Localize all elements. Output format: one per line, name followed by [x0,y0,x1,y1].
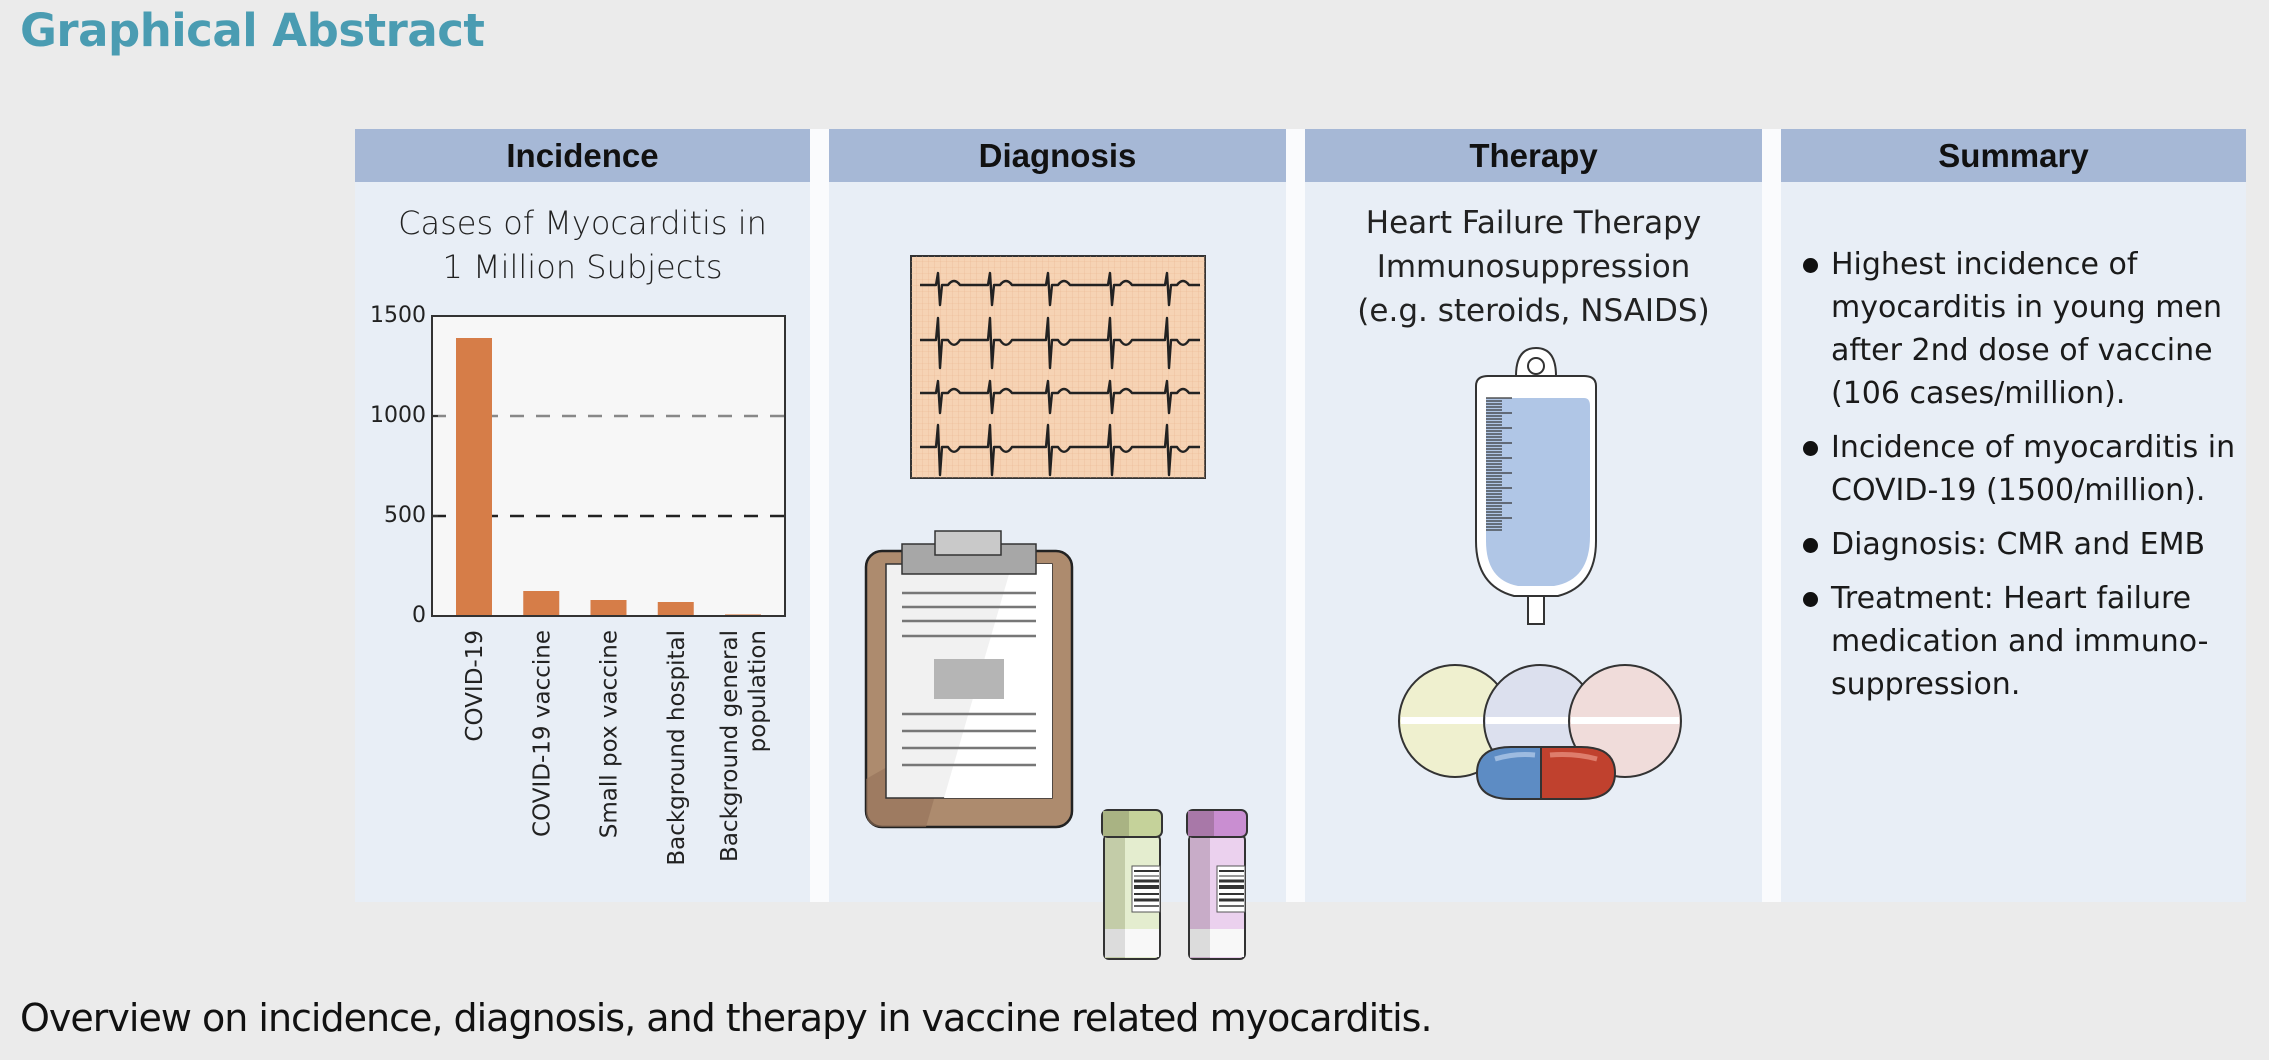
clipboard-icon [864,530,1074,829]
chart-title: Cases of Myocarditis in 1 Million Subjec… [355,201,810,289]
therapy-description: Heart Failure Therapy Immunosuppression … [1305,201,1762,333]
chart-title-line: Cases of Myocarditis in [398,204,767,242]
figure-caption: Overview on incidence, diagnosis, and th… [20,996,1433,1040]
barcode-icon [1216,865,1246,913]
x-tick-label: Small pox vaccine [597,630,623,838]
bar-small-pox-vaccine [590,600,627,616]
ecg-strip-icon [910,255,1206,479]
summary-item: Highest incidence of myocarditis in youn… [1803,243,2236,415]
diagnosis-header: Diagnosis [829,129,1286,182]
ecg-trace [920,423,1200,477]
bullet-icon [1803,592,1818,607]
bullet-icon [1803,441,1818,456]
y-tick-label: 1500 [370,303,426,328]
y-tick-label: 1000 [370,403,426,428]
green-sample-tube-icon [1101,809,1163,960]
x-tick-label: COVID-19 vaccine [529,630,555,837]
bullet-icon [1803,258,1818,273]
bullet-icon [1803,538,1818,553]
barcode-icon [1131,865,1161,913]
iv-bag-icon [1475,346,1597,625]
summary-item: Incidence of myocarditis in COVID-19 (15… [1803,426,2236,512]
x-tick-label: Background general [717,630,743,862]
panel-divider [810,129,829,902]
pills-icon [1398,664,1682,800]
incidence-header: Incidence [355,129,810,182]
therapy-line: Heart Failure Therapy [1365,205,1702,241]
ecg-trace [920,379,1200,415]
purple-sample-tube-icon [1186,809,1248,960]
summary-item: Treatment: Heart failure medication and … [1803,577,2236,706]
therapy-panel: Therapy Heart Failure Therapy Immunosupp… [1305,129,1762,902]
summary-item-text: Highest incidence of myocarditis in youn… [1831,247,2222,411]
panel-divider [1762,129,1781,902]
summary-item: Diagnosis: CMR and EMB [1803,523,2236,566]
y-tick-label: 0 [412,603,426,628]
bar-covid-19-vaccine [523,591,560,616]
summary-item-text: Incidence of myocarditis in COVID-19 (15… [1831,430,2236,508]
y-tick-label: 500 [384,503,426,528]
therapy-line: Immunosuppression [1376,249,1691,285]
therapy-header: Therapy [1305,129,1762,182]
diagnosis-panel: Diagnosis [829,129,1286,960]
therapy-line: (e.g. steroids, NSAIDS) [1357,293,1710,329]
chart-title-line: 1 Million Subjects [442,248,723,286]
ecg-trace [920,316,1200,370]
x-tick-label: population [745,630,771,752]
panel-divider [1286,129,1305,902]
graphical-abstract-title: Graphical Abstract [20,4,485,57]
ecg-trace [920,271,1200,307]
x-tick-label: Background hospital [664,630,690,866]
summary-header: Summary [1781,129,2246,182]
capsule-icon [1475,746,1617,800]
bar-covid-19 [456,338,492,616]
summary-item-text: Treatment: Heart failure medication and … [1831,581,2209,702]
incidence-panel: Incidence Cases of Myocarditis in 1 Mill… [355,129,810,902]
plot-frame [431,315,786,617]
x-tick-label: COVID-19 [462,630,488,742]
bar-background-hospital [657,602,694,616]
incidence-bar-chart: COVID-19 COVID-19 vaccine Small pox vaccin… [370,303,786,866]
summary-list: Highest incidence of myocarditis in youn… [1803,243,2236,717]
summary-item-text: Diagnosis: CMR and EMB [1831,527,2206,562]
summary-panel: Summary Highest incidence of myocarditis… [1781,129,2246,902]
